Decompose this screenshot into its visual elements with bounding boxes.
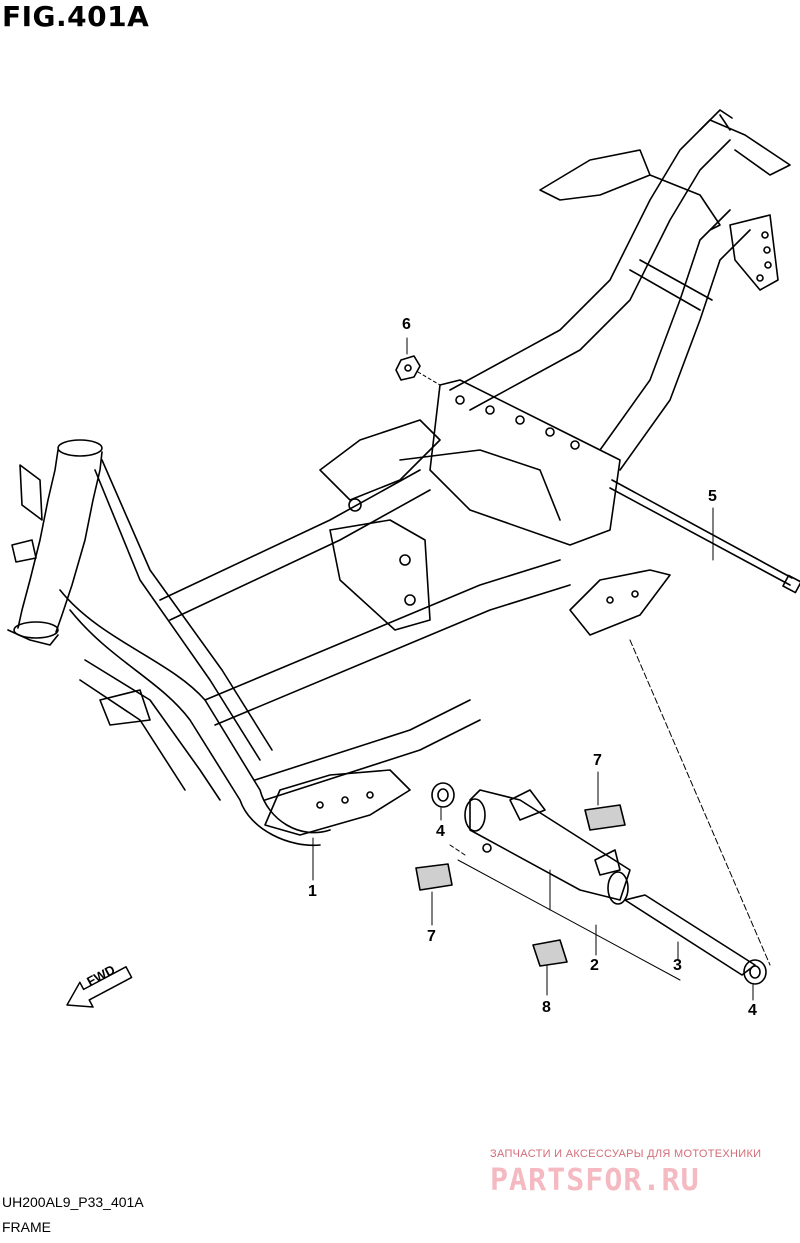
steering-head-tube <box>7 439 103 646</box>
rubber-pads <box>415 804 626 967</box>
callout-4-right: 4 <box>748 1002 757 1019</box>
callout-4-left: 4 <box>436 823 445 840</box>
callout-7-left: 7 <box>427 928 436 945</box>
leader-lines <box>312 337 771 1001</box>
watermark-logo: PARTSFOR.RU <box>490 1163 700 1198</box>
figure-code: UH200AL9_P33_401A <box>2 1194 144 1210</box>
engine-hanger-assembly <box>464 789 756 976</box>
bushing-parts <box>431 782 767 985</box>
callout-2: 2 <box>590 957 599 974</box>
callout-6: 6 <box>402 316 411 333</box>
engine-mount-plate <box>319 379 621 631</box>
callout-7-top: 7 <box>593 752 602 769</box>
callout-3: 3 <box>673 957 682 974</box>
rear-mount-bracket <box>539 149 779 291</box>
callout-5: 5 <box>708 488 717 505</box>
figure-caption: FRAME <box>2 1219 51 1235</box>
main-frame-tubes <box>59 459 331 847</box>
nut <box>395 355 421 381</box>
cross-members <box>159 469 571 801</box>
callout-1: 1 <box>308 883 317 900</box>
rear-rails <box>449 109 791 471</box>
step-plates <box>99 569 671 836</box>
callout-8: 8 <box>542 999 551 1016</box>
fwd-arrow-icon <box>66 966 133 1008</box>
long-bolt <box>609 479 800 594</box>
figure-title: FIG.401A <box>2 0 150 33</box>
watermark-tagline: ЗАПЧАСТИ И АКСЕССУАРЫ ДЛЯ МОТОТЕХНИКИ <box>490 1148 762 1160</box>
